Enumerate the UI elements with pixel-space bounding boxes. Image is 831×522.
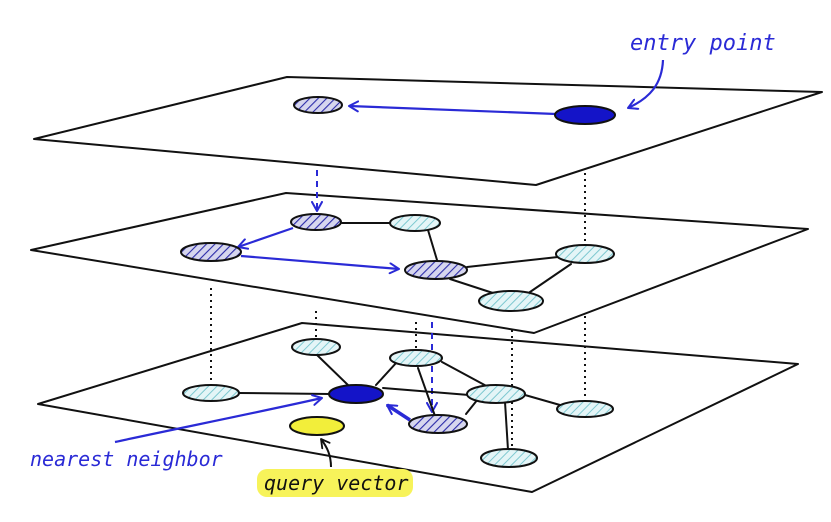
graph-node [182,384,240,402]
bottom-layer-plane [37,322,799,493]
bottom-layer-edges [237,353,561,451]
entry-point-pointer [627,59,665,110]
graph-node [555,244,615,264]
middle-layer-edges [341,222,572,295]
top-layer-nodes [293,96,616,125]
middle-layer-nodes [180,213,615,312]
query-vector-node [289,416,345,436]
graph-node [389,349,443,367]
query-vector-label: query vector [264,471,409,495]
visited-node [290,213,342,231]
query-vector-pointer [320,438,332,468]
visited-node [408,414,468,434]
graph-node [466,384,526,404]
graph-node [291,338,341,356]
entry-point-label: entry point [630,31,776,56]
graph-node [389,214,441,232]
graph-node [480,448,538,468]
middle-layer-search-arrows [237,226,400,275]
query-vector-highlight [257,469,413,497]
search-step-arrow-bottom [386,403,411,422]
nearest-neighbor-node [328,384,384,404]
bottom-layer [37,322,799,493]
bottom-layer-nodes [182,338,614,468]
visited-node [180,242,242,262]
visited-node [404,260,468,280]
search-step-arrow-top [348,100,557,116]
top-layer-plane [33,76,823,186]
graph-node [556,400,614,418]
entry-point-node [554,105,616,125]
nearest-neighbor-label: nearest neighbor [30,447,223,471]
nearest-neighbor-pointer [114,394,323,444]
visited-node [293,96,343,114]
graph-node [478,290,544,312]
top-layer [33,76,823,186]
